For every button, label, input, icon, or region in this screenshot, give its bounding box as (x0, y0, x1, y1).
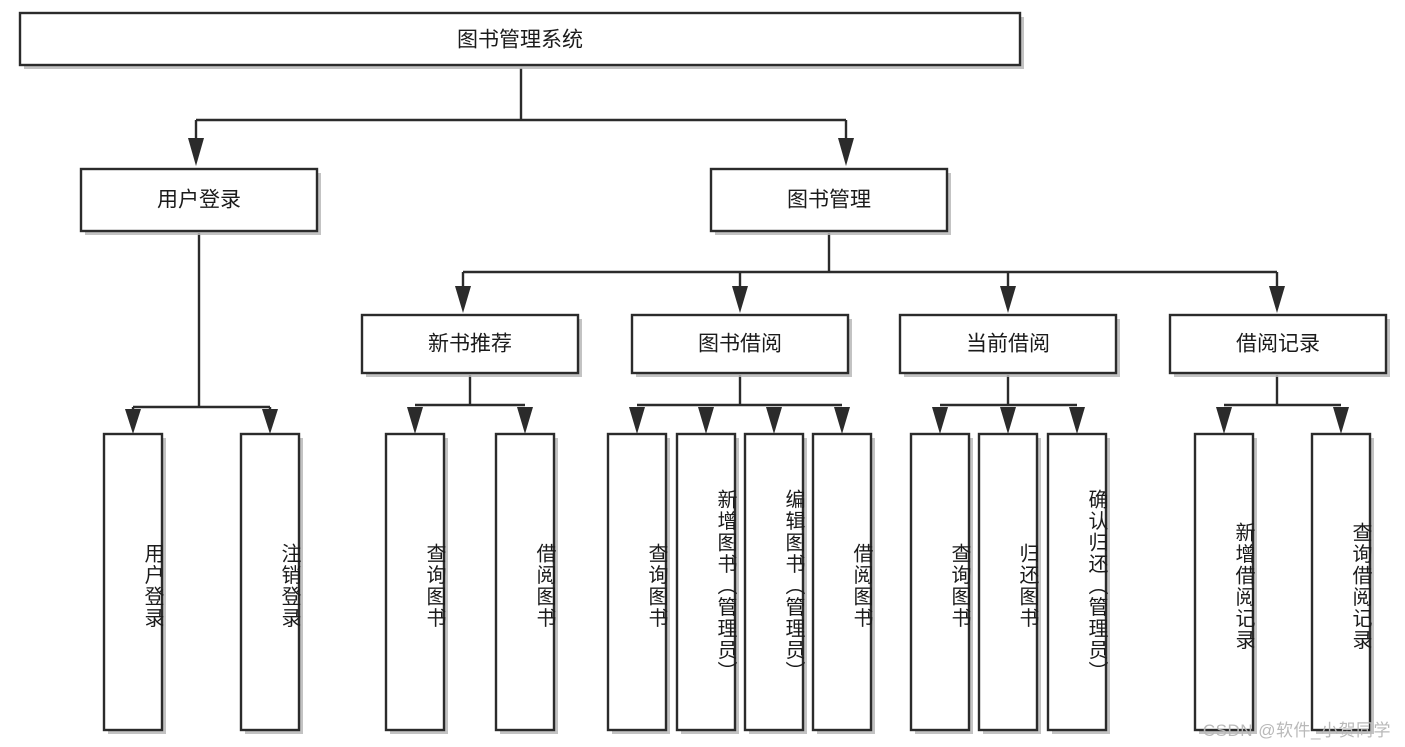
node-rect (675, 432, 737, 732)
arrow-head-icon (188, 138, 204, 166)
node-rect (102, 432, 164, 732)
node-book-manage[interactable]: 图书管理 (709, 167, 951, 235)
arrow-head-icon (1269, 286, 1285, 313)
node-current-borrow[interactable]: 当前借阅 (898, 313, 1120, 377)
arrow-head-icon (125, 409, 141, 434)
arrow-head-icon (1333, 407, 1349, 434)
node-borrow-record[interactable]: 借阅记录 (1168, 313, 1390, 377)
node-label: 图书管理 (787, 189, 871, 212)
node-label: 新书推荐 (428, 333, 512, 356)
node-rect (1310, 432, 1372, 732)
arrow-head-icon (455, 286, 471, 313)
node-leaf-query-book-2[interactable] (606, 432, 670, 734)
node-leaf-query-record[interactable] (1310, 432, 1374, 734)
arrow-head-icon (1000, 286, 1016, 313)
node-user-login[interactable]: 用户登录 (79, 167, 321, 235)
arrow-head-icon (838, 138, 854, 166)
arrow-head-icon (1069, 407, 1085, 434)
node-new-book-rec[interactable]: 新书推荐 (360, 313, 582, 377)
arrow-head-icon (834, 407, 850, 434)
node-rect (909, 432, 971, 732)
arrow-head-icon (262, 409, 278, 434)
arrow-head-icon (732, 286, 748, 313)
node-rect (79, 167, 319, 233)
node-rect (1193, 432, 1255, 732)
node-rect (494, 432, 556, 732)
arrow-head-icon (766, 407, 782, 434)
arrow-head-icon (407, 407, 423, 434)
node-leaf-user-login[interactable] (102, 432, 166, 734)
node-leaf-add-book[interactable] (675, 432, 739, 734)
node-label: 借阅记录 (1236, 333, 1320, 356)
arrow-head-icon (1000, 407, 1016, 434)
node-label: 当前借阅 (966, 333, 1050, 356)
node-leaf-add-record[interactable] (1193, 432, 1257, 734)
node-root[interactable]: 图书管理系统 (18, 11, 1024, 69)
node-rect (606, 432, 668, 732)
node-leaf-query-book-1[interactable] (384, 432, 448, 734)
node-rect (384, 432, 446, 732)
node-rect (709, 167, 949, 233)
node-rect (18, 11, 1022, 67)
arrow-head-icon (1216, 407, 1232, 434)
node-rect (239, 432, 301, 732)
watermark-text: CSDN @软件_小贺同学 (1202, 721, 1391, 740)
node-rect (898, 313, 1118, 375)
node-rect (743, 432, 805, 732)
node-book-borrow[interactable]: 图书借阅 (630, 313, 852, 377)
node-leaf-user-logout[interactable] (239, 432, 303, 734)
node-rect (1046, 432, 1108, 732)
node-rect (811, 432, 873, 732)
arrow-head-icon (629, 407, 645, 434)
node-label: 用户登录 (157, 189, 241, 212)
arrow-head-icon (932, 407, 948, 434)
node-leaf-return-book[interactable] (977, 432, 1041, 734)
node-label: 图书管理系统 (457, 29, 583, 52)
node-leaf-borrow-book-2[interactable] (811, 432, 875, 734)
node-leaf-borrow-book-1[interactable] (494, 432, 558, 734)
arrow-head-icon (698, 407, 714, 434)
node-rect (977, 432, 1039, 732)
node-rect (1168, 313, 1388, 375)
node-label: 图书借阅 (698, 333, 782, 356)
node-leaf-query-book-3[interactable] (909, 432, 973, 734)
node-rect (360, 313, 580, 375)
node-leaf-confirm-return[interactable] (1046, 432, 1110, 734)
connector-group (125, 68, 1349, 434)
node-rect (630, 313, 850, 375)
node-leaf-edit-book[interactable] (743, 432, 807, 734)
arrow-head-icon (517, 407, 533, 434)
